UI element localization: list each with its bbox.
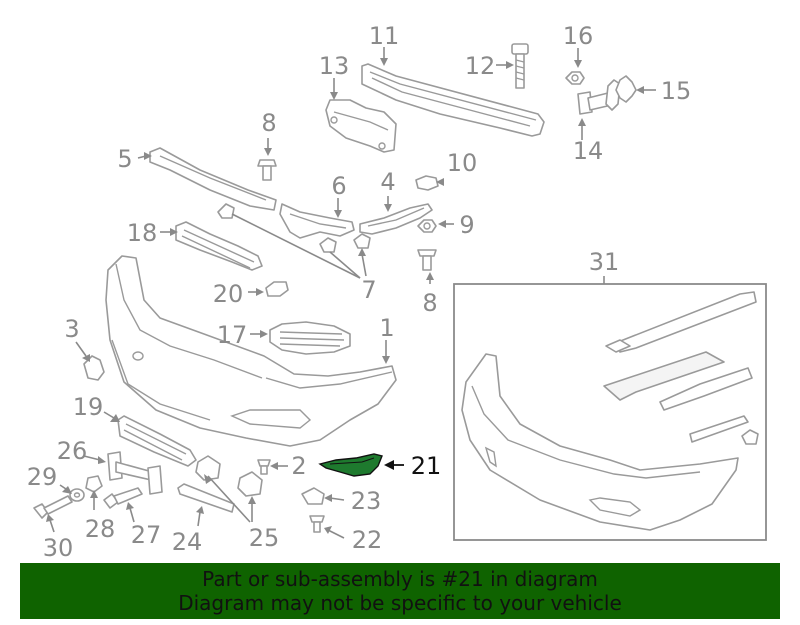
- callout-11: 11: [369, 22, 400, 50]
- callout-5: 5: [117, 145, 132, 173]
- callout-31: 31: [589, 248, 620, 276]
- callout-22: 22: [352, 526, 383, 554]
- callout-14: 14: [573, 137, 604, 165]
- callout-13: 13: [319, 52, 350, 80]
- callout-labels: 11 13 12 16 15 14 5 8 10 6 4 9 18 7 8 20…: [27, 22, 692, 560]
- callout-17: 17: [217, 321, 248, 349]
- callout-9: 9: [459, 211, 474, 239]
- part-16-nut: [565, 71, 585, 85]
- callout-20: 20: [213, 280, 244, 308]
- part-12-bolt: [511, 43, 529, 89]
- part-11-reinforcement: [361, 63, 545, 137]
- part-26-bracket: [107, 451, 163, 495]
- part-31-inset: [453, 283, 767, 541]
- part-10-clip: [415, 175, 439, 191]
- part-23-clip: [301, 487, 325, 505]
- part-24-strip: [177, 483, 235, 513]
- part-5-bracket: [149, 147, 277, 211]
- part-2-screw: [257, 459, 271, 475]
- part-18-grille: [175, 221, 263, 271]
- callout-25: 25: [249, 524, 280, 552]
- callout-21: 21: [411, 452, 442, 480]
- callout-29: 29: [27, 463, 58, 491]
- callout-28: 28: [85, 515, 116, 543]
- callout-18: 18: [127, 219, 158, 247]
- callout-23: 23: [351, 487, 382, 515]
- callout-8-lower: 8: [422, 289, 437, 317]
- callout-19: 19: [73, 393, 104, 421]
- part-9-nut: [417, 219, 437, 233]
- callout-10: 10: [447, 149, 478, 177]
- callout-1: 1: [379, 314, 394, 342]
- callout-6: 6: [331, 172, 346, 200]
- part-27-bolt: [103, 487, 143, 509]
- part-14-mount: [577, 79, 621, 115]
- part-6-bracket: [279, 203, 355, 239]
- part-21-highlighted: [318, 453, 383, 477]
- part-25-brackets: [195, 455, 263, 497]
- part-22-bolt: [309, 515, 325, 533]
- part-28-clip: [85, 475, 103, 493]
- part-7-clips: [217, 203, 371, 253]
- parts-diagram: 11 13 12 16 15 14 5 8 10 6 4 9 18 7 8 20…: [27, 22, 767, 560]
- callout-16: 16: [563, 22, 594, 50]
- part-1-bumper-cover: [105, 255, 397, 447]
- part-8-bolt-upper: [257, 159, 277, 181]
- callout-24: 24: [172, 528, 203, 556]
- callout-26: 26: [57, 437, 88, 465]
- callout-27: 27: [131, 521, 162, 549]
- part-13-bracket: [325, 99, 397, 153]
- part-20-sensor: [265, 281, 289, 297]
- info-banner: Part or sub-assembly is #21 in diagram D…: [20, 563, 780, 619]
- callout-7: 7: [361, 276, 376, 304]
- part-19-lower-grille: [117, 415, 197, 467]
- callout-15: 15: [661, 77, 692, 105]
- banner-line-1: Part or sub-assembly is #21 in diagram: [202, 567, 598, 591]
- callout-2: 2: [291, 452, 306, 480]
- part-15-clip: [615, 75, 637, 103]
- banner-line-2: Diagram may not be specific to your vehi…: [178, 591, 622, 615]
- callout-8-upper: 8: [261, 109, 276, 137]
- callout-4: 4: [380, 168, 395, 196]
- part-4-bracket: [359, 203, 433, 235]
- part-30-bolt: [33, 495, 73, 519]
- callout-30: 30: [43, 534, 74, 560]
- part-8-bolt-lower: [417, 249, 437, 271]
- part-17-grille: [269, 321, 351, 355]
- part-29-washer: [69, 488, 85, 502]
- part-3-cap: [83, 355, 105, 381]
- callout-3: 3: [64, 315, 79, 343]
- callout-12: 12: [465, 52, 496, 80]
- leader-lines: [46, 47, 656, 539]
